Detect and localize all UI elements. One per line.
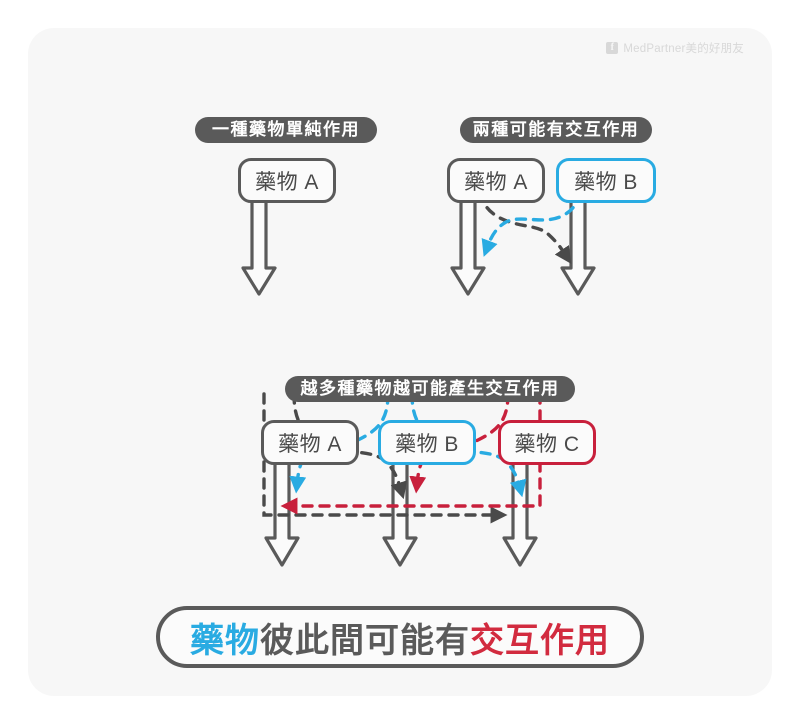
drug-box-a-section3: 藥物 A bbox=[261, 420, 359, 465]
conclusion-banner: 藥物彼此間可能有交互作用 bbox=[156, 606, 644, 668]
section-label-three-drugs: 越多種藥物越可能產生交互作用 bbox=[285, 376, 575, 402]
drug-box-a-section2: 藥物 A bbox=[447, 158, 545, 203]
drug-box-b-section3: 藥物 B bbox=[378, 420, 476, 465]
drug-box-a-section1: 藥物 A bbox=[238, 158, 336, 203]
banner-text-middle: 彼此間可能有 bbox=[260, 621, 470, 660]
watermark-text: MedPartner美的好朋友 bbox=[623, 43, 744, 55]
section-label-single-drug: 一種藥物單純作用 bbox=[195, 117, 377, 143]
infographic-card: f MedPartner美的好朋友 bbox=[28, 28, 772, 696]
drug-box-b-section2: 藥物 B bbox=[556, 158, 656, 203]
drug-box-c-section3: 藥物 C bbox=[498, 420, 596, 465]
banner-text-drugs: 藥物 bbox=[190, 621, 260, 660]
watermark: f MedPartner美的好朋友 bbox=[606, 40, 744, 56]
diagram-connectors bbox=[241, 173, 596, 567]
facebook-icon: f bbox=[606, 42, 619, 54]
section-label-two-drugs: 兩種可能有交互作用 bbox=[460, 117, 652, 143]
banner-text-interaction: 交互作用 bbox=[470, 621, 610, 660]
